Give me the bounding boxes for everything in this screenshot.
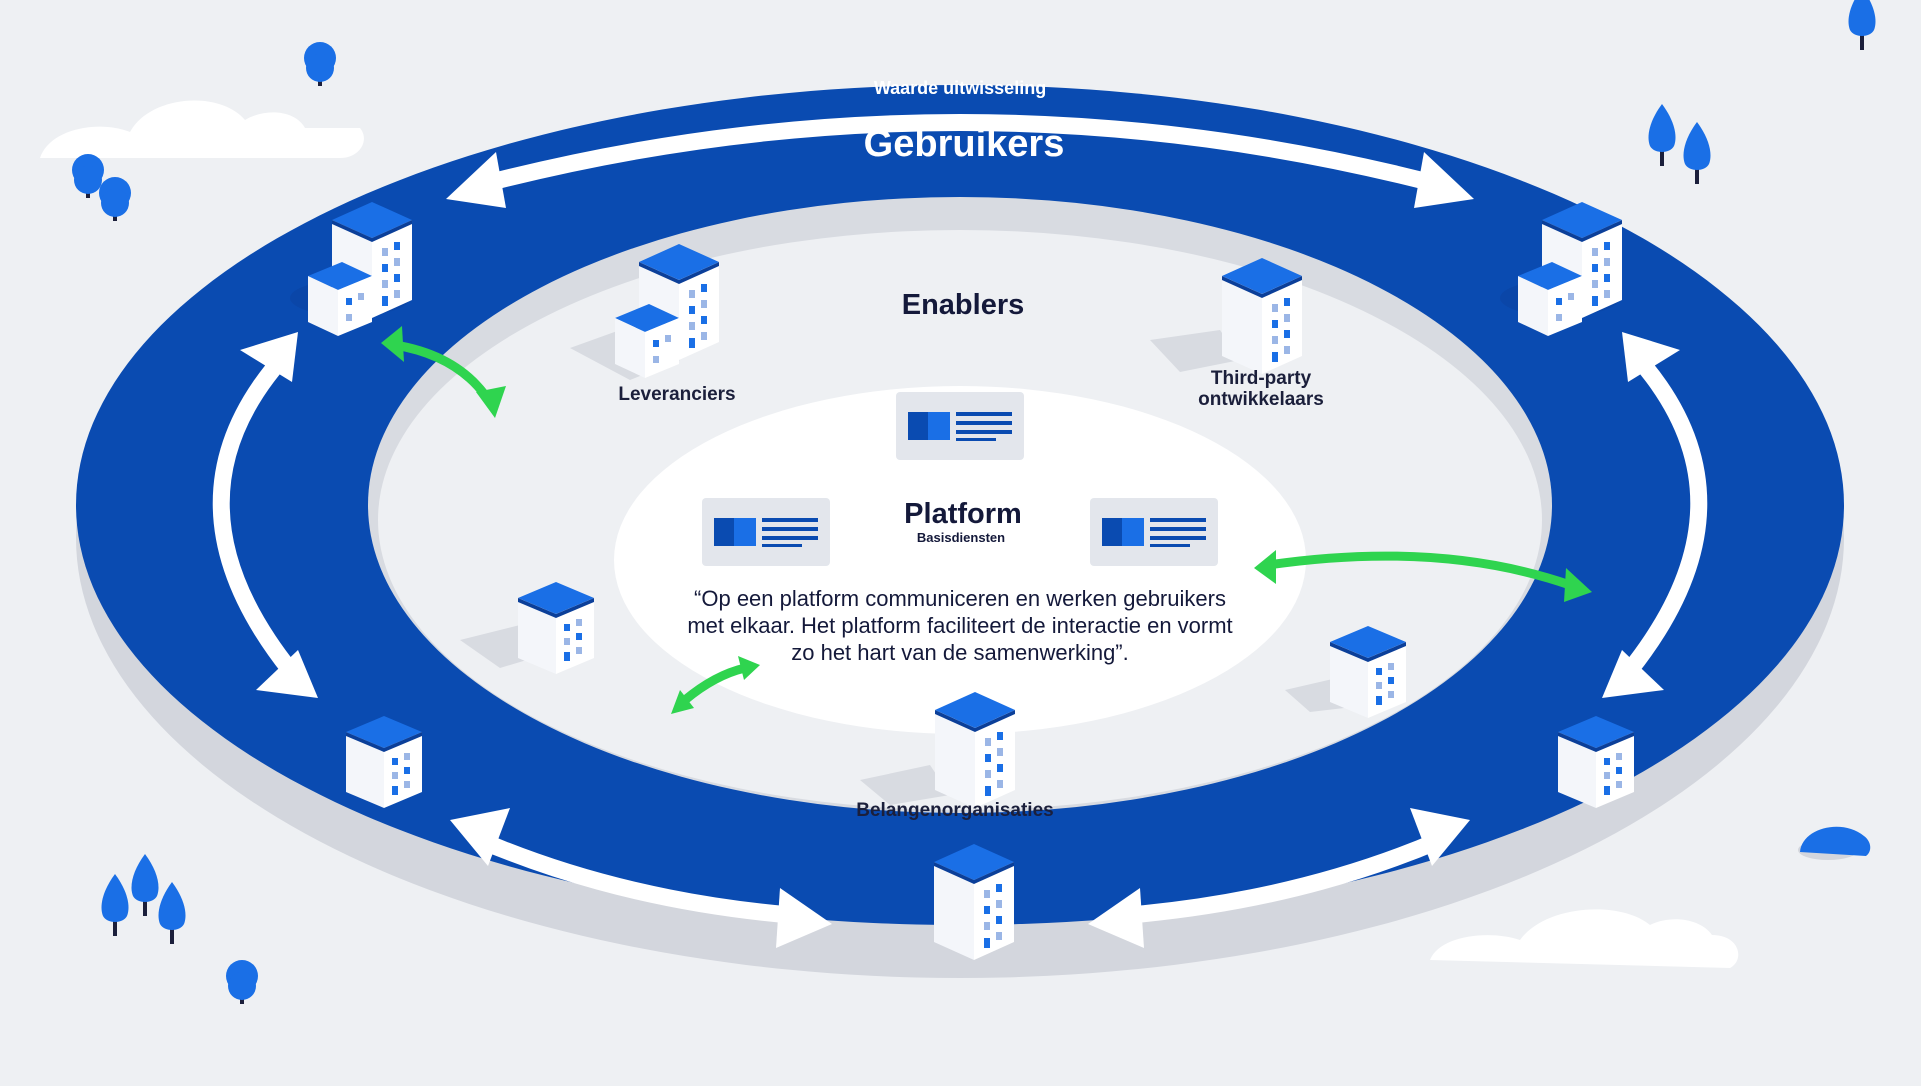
service-card-icon [702, 498, 830, 566]
outer-label: Gebruikers [864, 123, 1065, 165]
building-icon [934, 844, 1014, 960]
tree-icon [1648, 104, 1676, 166]
node-label-ontwikkelaars: ontwikkelaars [1198, 389, 1324, 410]
building-icon [1150, 258, 1302, 374]
exchange-arrow-icon [212, 114, 1708, 924]
service-card-icon [1090, 498, 1218, 566]
tree-icon [1848, 0, 1876, 50]
building-icon [346, 716, 422, 808]
tree-icon [226, 960, 258, 1004]
tree-icon [131, 854, 159, 916]
building-icon [1500, 202, 1622, 336]
node-label-third-party: Third-party [1211, 368, 1312, 389]
node-label-belangenorganisaties: Belangenorganisaties [856, 800, 1053, 821]
service-card-icon [896, 392, 1024, 460]
center-label: Platform [904, 498, 1022, 530]
building-icon [570, 244, 719, 380]
quote-line-1: “Op een platform communiceren en werken … [694, 586, 1226, 611]
building-icon [860, 692, 1015, 808]
middle-label: Enablers [902, 289, 1025, 321]
tree-icon [304, 42, 336, 86]
ring-title: Waarde uitwisseling [874, 78, 1046, 98]
node-label-leveranciers: Leveranciers [618, 384, 735, 405]
cloud-icon [40, 100, 364, 158]
building-icon [1285, 626, 1406, 718]
center-sublabel: Basisdiensten [917, 530, 1005, 545]
platform-core [614, 386, 1306, 734]
tree-icon [158, 882, 186, 944]
bush-icon [1798, 826, 1871, 860]
building-icon [290, 202, 412, 336]
building-icon [1558, 716, 1634, 808]
quote-line-2: met elkaar. Het platform faciliteert de … [687, 613, 1232, 638]
green-arrow-icon [394, 340, 1572, 704]
building-icon [460, 582, 594, 674]
quote-line-3: zo het hart van de samenwerking”. [791, 640, 1129, 665]
tree-icon [99, 177, 131, 221]
cloud-icon [1430, 909, 1739, 968]
tree-icon [101, 874, 129, 936]
tree-icon [1683, 122, 1711, 184]
